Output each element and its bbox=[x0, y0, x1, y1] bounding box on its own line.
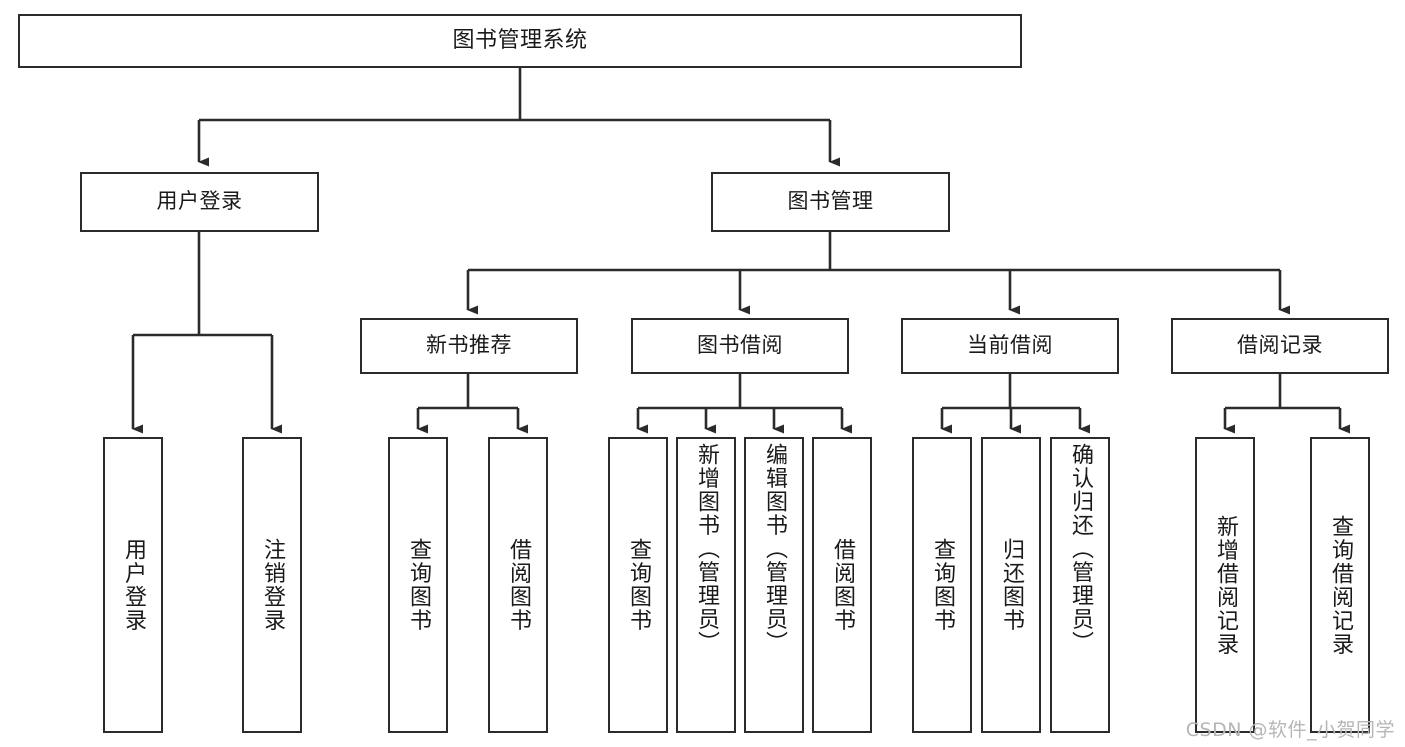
leaf-query-books-recommend[interactable]: 查询图书 bbox=[388, 437, 448, 733]
connector-group-book-mgmt bbox=[466, 232, 1290, 315]
connector-group-borrow bbox=[636, 374, 852, 434]
leaf-borrow-books-borrow-label: 借阅图书 bbox=[830, 538, 855, 632]
leaf-add-borrow-record[interactable]: 新增借阅记录 bbox=[1195, 437, 1255, 733]
leaf-query-books-borrow-label: 查询图书 bbox=[626, 538, 651, 632]
leaf-query-books-borrow[interactable]: 查询图书 bbox=[608, 437, 668, 733]
leaf-confirm-return-admin-label: 确认归还（管理员） bbox=[1068, 443, 1093, 655]
node-new-book-recommend-label: 新书推荐 bbox=[426, 333, 512, 358]
leaf-add-book-admin-label: 新增图书（管理员） bbox=[694, 443, 719, 655]
node-user-login-label: 用户登录 bbox=[156, 189, 243, 214]
node-new-book-recommend[interactable]: 新书推荐 bbox=[360, 318, 578, 374]
connector-group-new-books bbox=[416, 374, 528, 434]
leaf-logout[interactable]: 注销登录 bbox=[242, 437, 302, 733]
leaf-query-borrow-record-label: 查询借阅记录 bbox=[1328, 514, 1353, 656]
leaf-edit-book-admin[interactable]: 编辑图书（管理员） bbox=[744, 437, 804, 733]
leaf-query-borrow-record[interactable]: 查询借阅记录 bbox=[1310, 437, 1370, 733]
node-current-borrow[interactable]: 当前借阅 bbox=[901, 318, 1119, 374]
leaf-query-books-current-label: 查询图书 bbox=[930, 538, 955, 632]
leaf-add-book-admin[interactable]: 新增图书（管理员） bbox=[676, 437, 736, 733]
leaf-borrow-books-borrow[interactable]: 借阅图书 bbox=[812, 437, 872, 733]
leaf-query-books-recommend-label: 查询图书 bbox=[406, 538, 431, 632]
node-root-system[interactable]: 图书管理系统 bbox=[18, 14, 1022, 68]
node-book-borrow[interactable]: 图书借阅 bbox=[631, 318, 849, 374]
node-book-management[interactable]: 图书管理 bbox=[711, 172, 950, 232]
node-book-borrow-label: 图书借阅 bbox=[697, 333, 783, 358]
leaf-user-login-label: 用户登录 bbox=[121, 538, 146, 632]
leaf-logout-label: 注销登录 bbox=[260, 538, 285, 632]
leaf-query-books-current[interactable]: 查询图书 bbox=[912, 437, 972, 733]
node-borrow-records[interactable]: 借阅记录 bbox=[1171, 318, 1389, 374]
leaf-borrow-books-recommend-label: 借阅图书 bbox=[506, 538, 531, 632]
node-root-system-label: 图书管理系统 bbox=[452, 27, 588, 53]
connector-group-current-borrow bbox=[940, 374, 1090, 434]
leaf-user-login[interactable]: 用户登录 bbox=[103, 437, 163, 733]
leaf-add-borrow-record-label: 新增借阅记录 bbox=[1213, 514, 1238, 656]
node-borrow-records-label: 借阅记录 bbox=[1237, 333, 1323, 358]
leaf-confirm-return-admin[interactable]: 确认归还（管理员） bbox=[1050, 437, 1110, 733]
node-user-login[interactable]: 用户登录 bbox=[80, 172, 319, 232]
node-current-borrow-label: 当前借阅 bbox=[967, 333, 1053, 358]
leaf-borrow-books-recommend[interactable]: 借阅图书 bbox=[488, 437, 548, 733]
connector-group-user-login bbox=[131, 232, 282, 434]
node-book-management-label: 图书管理 bbox=[787, 189, 874, 214]
connector-group-records bbox=[1223, 374, 1350, 434]
connector-group-root bbox=[197, 68, 840, 167]
leaf-return-books[interactable]: 归还图书 bbox=[981, 437, 1041, 733]
leaf-return-books-label: 归还图书 bbox=[999, 538, 1024, 632]
leaf-edit-book-admin-label: 编辑图书（管理员） bbox=[762, 443, 787, 655]
